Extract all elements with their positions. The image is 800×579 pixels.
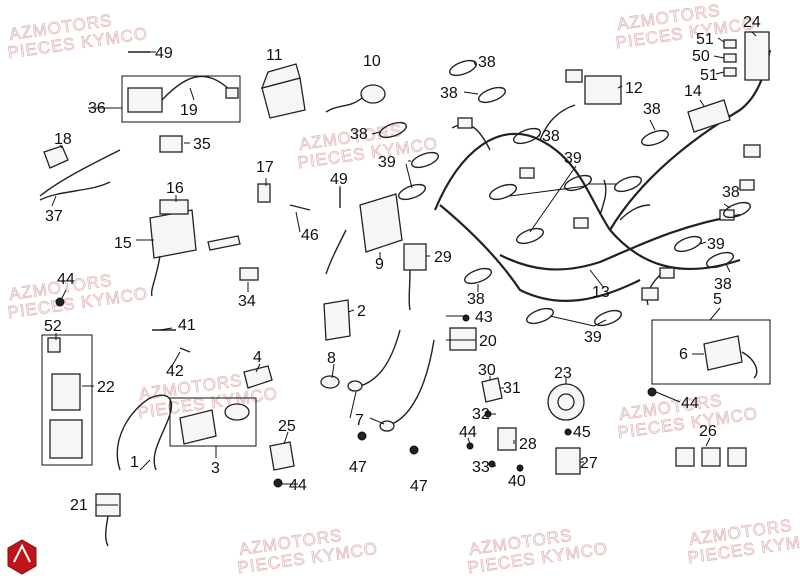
part-label-44d: 44: [459, 424, 477, 441]
part-label-44a: 44: [57, 271, 75, 288]
part-label-38e: 38: [643, 101, 661, 118]
part-label-38d: 38: [542, 128, 560, 145]
part-label-50: 50: [692, 48, 710, 65]
part-label-22: 22: [97, 379, 115, 396]
part-label-32: 32: [472, 406, 490, 423]
part-label-11: 11: [266, 47, 283, 64]
part-label-39c: 39: [707, 236, 725, 253]
part-label-31: 31: [503, 380, 521, 397]
part-label-26: 26: [699, 423, 717, 440]
part-label-2: 2: [357, 303, 366, 320]
part-label-28: 28: [519, 436, 537, 453]
part-label-38b: 38: [440, 85, 458, 102]
part-label-41: 41: [178, 317, 196, 334]
part-label-37: 37: [45, 208, 63, 225]
part-label-19: 19: [180, 102, 198, 119]
part-label-44c: 44: [681, 395, 699, 412]
part-label-43: 43: [475, 309, 493, 326]
part-label-4: 4: [253, 349, 262, 366]
leader-lines: [51, 31, 757, 506]
part-label-14: 14: [684, 83, 702, 100]
part-label-1: 1: [130, 454, 139, 471]
part-label-33: 33: [472, 459, 490, 476]
part-label-38f: 38: [722, 184, 740, 201]
part-label-39a: 39: [378, 154, 396, 171]
part-label-18: 18: [54, 131, 72, 148]
part-label-10: 10: [363, 53, 381, 70]
part-label-49a: 49: [155, 45, 173, 62]
part-label-8: 8: [327, 350, 336, 367]
part-label-36: 36: [88, 100, 106, 117]
part-label-5: 5: [713, 291, 722, 308]
group-frames: [41, 75, 771, 466]
part-label-15: 15: [114, 235, 132, 252]
part-label-44b: 44: [289, 477, 307, 494]
part-label-29: 29: [434, 249, 452, 266]
part-label-24: 24: [743, 14, 761, 31]
components: [39, 31, 770, 547]
part-label-52: 52: [44, 318, 62, 335]
part-label-35: 35: [193, 136, 211, 153]
part-label-47a: 47: [349, 459, 367, 476]
part-label-27: 27: [580, 455, 598, 472]
part-label-38c: 38: [350, 126, 368, 143]
part-label-25: 25: [278, 418, 296, 435]
part-label-6: 6: [679, 346, 688, 363]
part-label-3: 3: [211, 460, 220, 477]
part-label-21: 21: [70, 497, 88, 514]
part-labels: 1 2 3 4 5 6 7 8 9 10 11 12 13 14 15 16 1…: [44, 14, 761, 514]
part-label-42: 42: [166, 363, 184, 380]
part-label-34: 34: [238, 293, 256, 310]
part-label-49b: 49: [330, 171, 348, 188]
part-label-17: 17: [256, 159, 274, 176]
part-label-20: 20: [479, 333, 497, 350]
part-label-45: 45: [573, 424, 591, 441]
part-label-9: 9: [375, 256, 384, 273]
part-label-46: 46: [301, 227, 319, 244]
part-label-16: 16: [166, 180, 184, 197]
part-label-39b: 39: [564, 150, 582, 167]
part-label-47b: 47: [410, 478, 428, 495]
part-label-23: 23: [554, 365, 572, 382]
part-label-40: 40: [508, 473, 526, 490]
part-label-39d: 39: [584, 329, 602, 346]
part-label-51b: 51: [700, 67, 718, 84]
part-label-38a: 38: [478, 54, 496, 71]
part-label-30: 30: [478, 362, 496, 379]
watermark-group: AZMOTORS PIECES KYMCO AZMOTORS PIECES KY…: [6, 0, 800, 577]
cable-band-loops: [378, 59, 752, 327]
part-label-12: 12: [625, 80, 643, 97]
part-label-7: 7: [355, 412, 364, 429]
part-label-38g: 38: [714, 276, 732, 293]
part-label-13: 13: [592, 284, 610, 301]
part-label-51a: 51: [696, 31, 714, 48]
azmotors-logo: [7, 539, 37, 575]
part-label-38h: 38: [467, 291, 485, 308]
